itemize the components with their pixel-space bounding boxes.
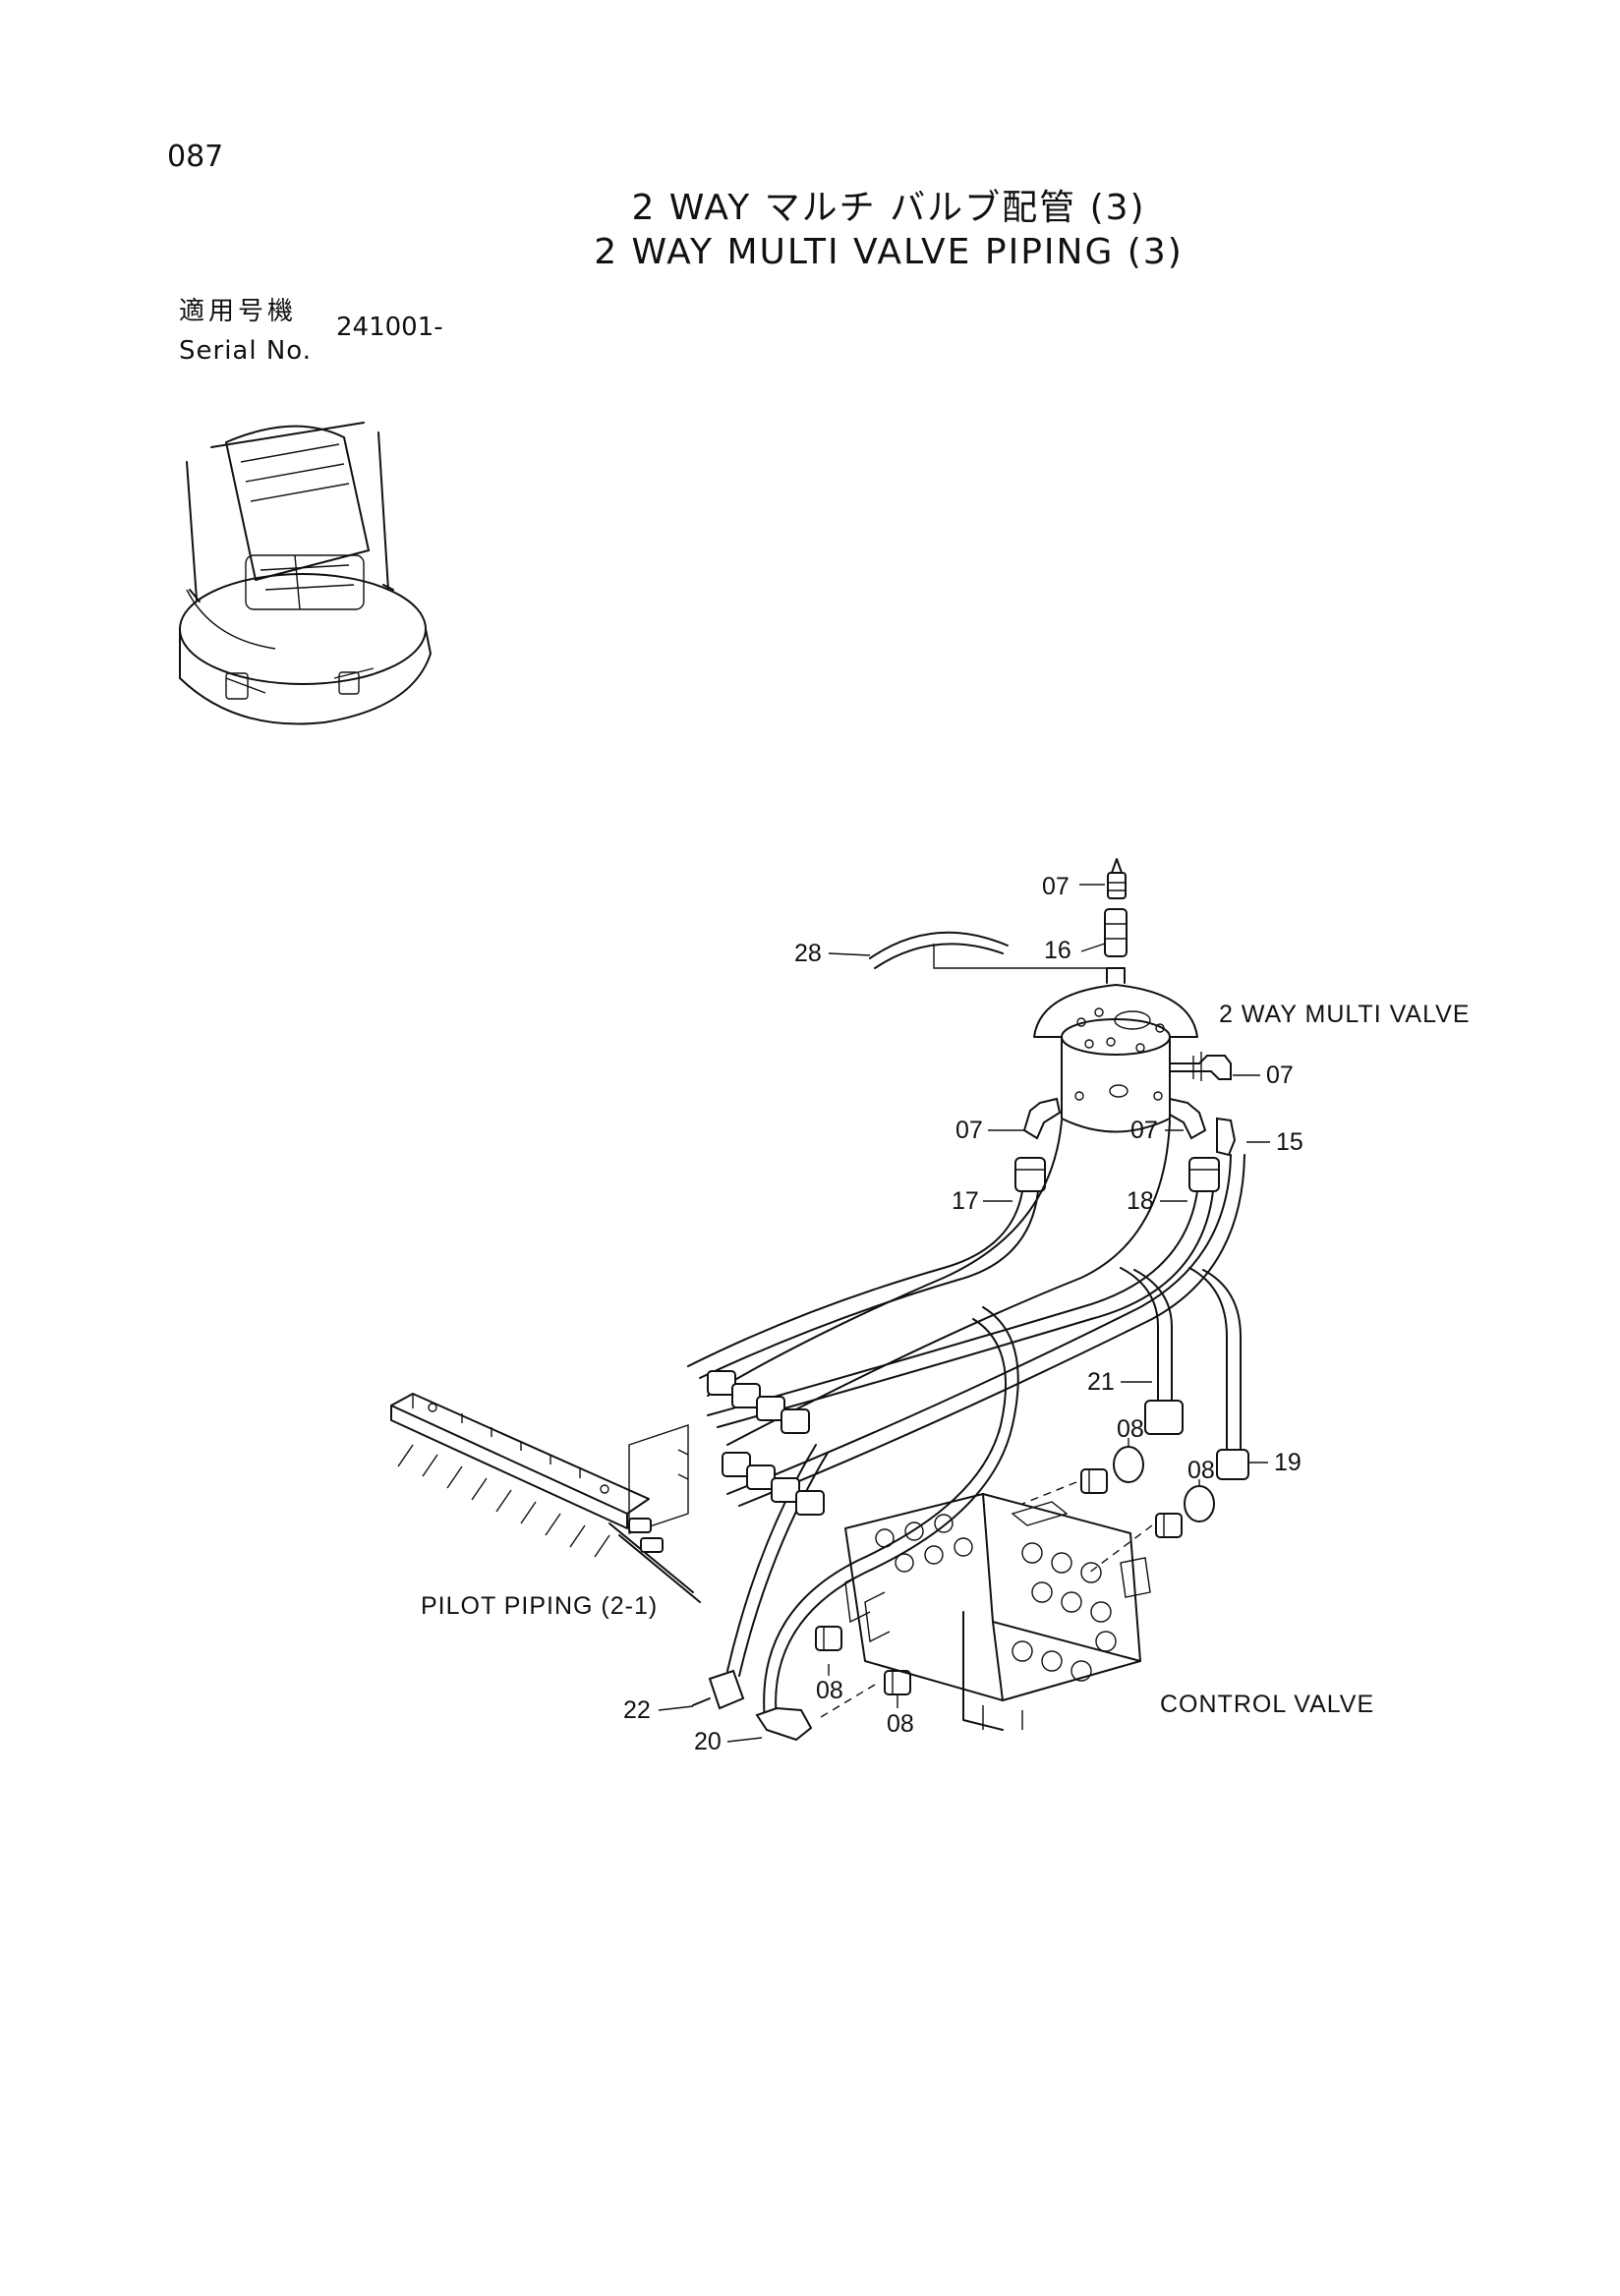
adapters-08 xyxy=(815,1468,1183,1721)
callout-08-b: 08 xyxy=(1187,1457,1215,1484)
callout-20: 20 xyxy=(694,1728,722,1755)
hose-fittings-lower xyxy=(692,1400,1249,1742)
serial-label-japanese: 適用号機 xyxy=(179,297,298,326)
hose-bundle xyxy=(687,1119,1245,1721)
excavator-thumbnail xyxy=(179,422,432,725)
pilot-piping-label: PILOT PIPING (2-1) xyxy=(421,1592,659,1620)
page-title-japanese: 2 WAY マルチ バルブ配管 (3) xyxy=(631,188,1146,228)
callout-08-a: 08 xyxy=(1117,1415,1144,1443)
callout-15: 15 xyxy=(1276,1128,1303,1156)
callout-07-mid: 07 xyxy=(1130,1117,1158,1144)
callout-07-left: 07 xyxy=(955,1117,983,1144)
callout-leaders xyxy=(658,884,1270,1743)
hose-fittings-top xyxy=(1014,1157,1220,1192)
control-valve-label: CONTROL VALVE xyxy=(1160,1691,1375,1718)
page-title-english: 2 WAY MULTI VALVE PIPING (3) xyxy=(594,232,1184,272)
callout-22: 22 xyxy=(623,1696,651,1724)
callout-28: 28 xyxy=(794,940,822,967)
page-number: 087 xyxy=(167,140,224,174)
multi-valve-label: 2 WAY MULTI VALVE xyxy=(1219,1001,1471,1028)
callout-19: 19 xyxy=(1274,1449,1302,1476)
callout-08-d: 08 xyxy=(887,1710,914,1738)
serial-number-range: 241001- xyxy=(336,313,443,342)
callout-21: 21 xyxy=(1087,1368,1115,1396)
callout-08-c: 08 xyxy=(816,1677,843,1704)
callout-07-top: 07 xyxy=(1042,873,1070,900)
part-28-cover xyxy=(869,931,1111,969)
serial-label-english: Serial No. xyxy=(179,336,312,366)
pilot-piping-bracket xyxy=(390,1370,825,1603)
callout-07-right: 07 xyxy=(1266,1062,1294,1089)
control-valve-block xyxy=(844,1493,1151,1731)
two-way-multi-valve xyxy=(1033,858,1232,1133)
callout-17: 17 xyxy=(952,1187,979,1215)
callout-18: 18 xyxy=(1127,1187,1154,1215)
callout-16: 16 xyxy=(1044,937,1071,964)
valve-bottom-elbows xyxy=(1022,1097,1237,1157)
